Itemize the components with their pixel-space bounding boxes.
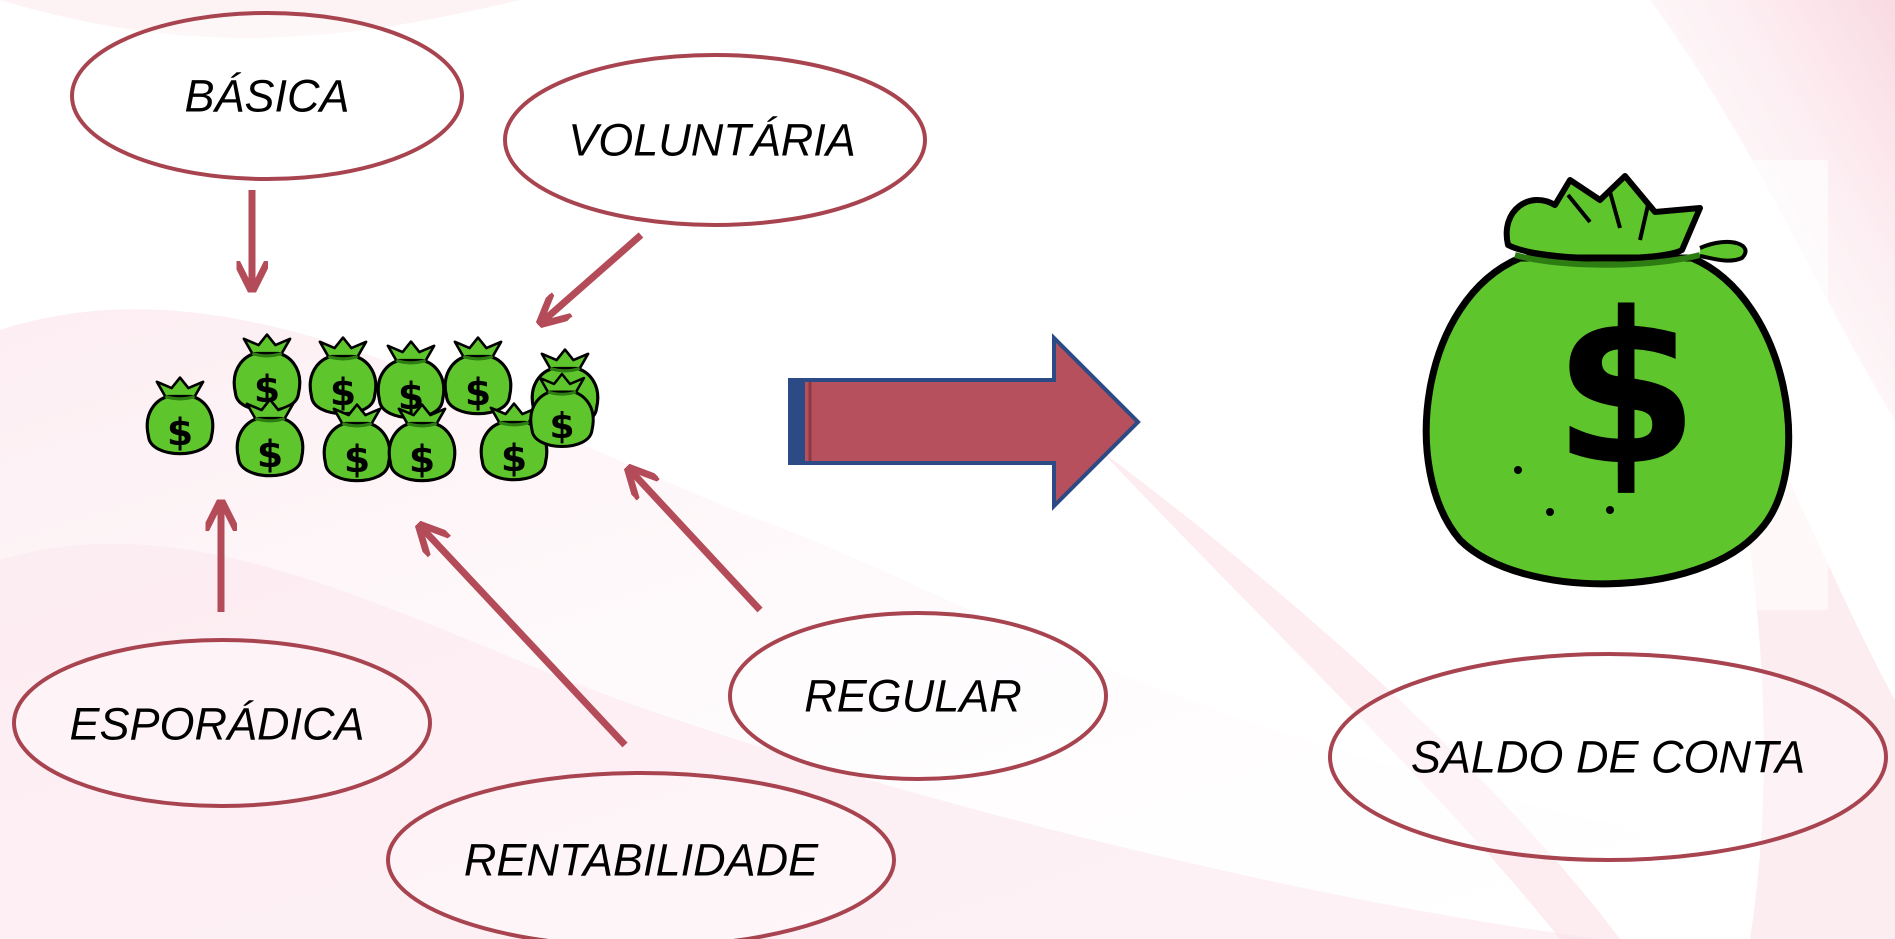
regular-ellipse (728, 611, 1108, 781)
esporadica-label: ESPORÁDICA (69, 698, 365, 750)
large-money-bag-icon: $ (1388, 160, 1828, 610)
arrow-regular (630, 470, 763, 613)
voluntaria-ellipse (503, 53, 927, 227)
arrow-voluntaria (542, 232, 644, 322)
big-right-arrow (788, 333, 1141, 511)
large-bag-dollar-sign: $ (1553, 267, 1699, 512)
basica-label: BÁSICA (184, 70, 350, 122)
basica-ellipse (70, 11, 464, 181)
regular-label: REGULAR (804, 670, 1022, 722)
money-bag-cluster-icon (145, 333, 600, 483)
arrow-rentabilidade (421, 527, 628, 748)
esporadica-ellipse (12, 638, 432, 808)
basica-node (70, 11, 464, 181)
saldo-de-conta-label: SALDO DE CONTA (1410, 731, 1806, 783)
rentabilidade-label: RENTABILIDADE (463, 834, 819, 886)
regular-node (728, 611, 1108, 781)
esporadica-node (12, 638, 432, 808)
voluntaria-node (503, 53, 927, 227)
rentabilidade-ellipse (386, 771, 896, 939)
saldo-de-conta-ellipse (1328, 652, 1888, 862)
saldo-de-conta-node (1328, 652, 1888, 862)
voluntaria-label: VOLUNTÁRIA (568, 114, 856, 166)
rentabilidade-node (386, 771, 896, 939)
